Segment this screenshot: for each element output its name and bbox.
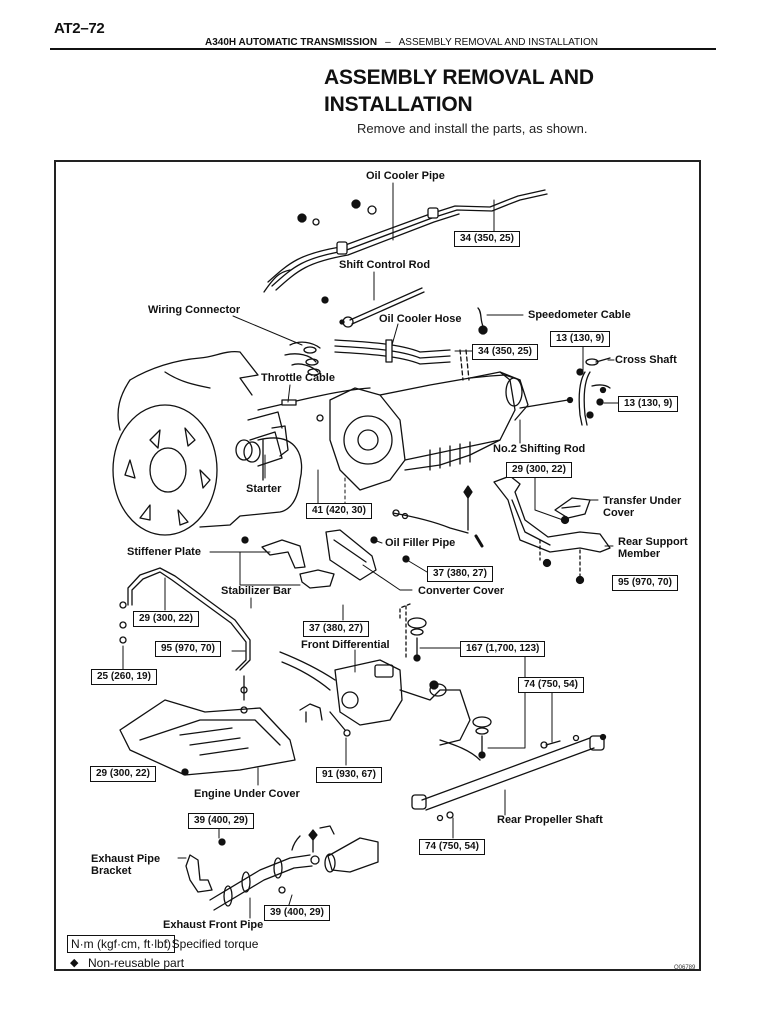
torque-cross-shaft-lower: 13 (130, 9)	[618, 396, 679, 412]
label-front-differential: Front Differential	[301, 639, 390, 651]
leader-lines	[122, 182, 619, 919]
label-exhaust-front-pipe: Exhaust Front Pipe	[163, 919, 264, 931]
label-shift-control-rod: Shift Control Rod	[339, 259, 431, 271]
transfer-under-cover-drawing	[554, 497, 591, 519]
label-transfer-under-cover: Transfer Under Cover	[603, 495, 682, 519]
legend-torque-meaning: : Specified torque	[165, 937, 259, 951]
figure-id: Q06789	[674, 965, 696, 971]
wiring-connector-drawing	[284, 341, 321, 376]
stiffener-plate-drawing	[241, 536, 306, 569]
label-wiring-connector: Wiring Connector	[148, 304, 241, 316]
non-reusable-diamond-icon: ◆	[70, 957, 79, 969]
torque-starter-bolt: 41 (420, 30)	[306, 503, 372, 519]
rear-support-member-drawing	[493, 475, 611, 585]
differential-mount-drawing	[399, 603, 492, 759]
label-speedometer-cable: Speedometer Cable	[528, 309, 631, 321]
label-engine-under-cover: Engine Under Cover	[194, 788, 300, 800]
engine-under-cover-drawing	[119, 699, 296, 776]
running-header-separator: –	[385, 37, 391, 48]
label-rear-propeller-shaft: Rear Propeller Shaft	[497, 814, 603, 826]
transmission-drawing	[316, 371, 574, 491]
torque-oil-cooler-hose: 34 (350, 25)	[472, 344, 538, 360]
torque-cross-shaft-upper: 13 (130, 9)	[550, 331, 611, 347]
label-oil-filler-pipe: Oil Filler Pipe	[385, 537, 456, 549]
label-throttle-cable: Throttle Cable	[261, 372, 335, 384]
legend-torque-unit-box: N·m (kgf·cm, ft·lbf)	[67, 935, 175, 953]
label-no2-shifting-rod: No.2 Shifting Rod	[493, 443, 586, 455]
page-subtitle: Remove and install the parts, as shown.	[357, 121, 588, 136]
label-oil-cooler-hose: Oil Cooler Hose	[379, 313, 462, 325]
torque-converter-cover: 37 (380, 27)	[427, 566, 493, 582]
speedometer-cable-drawing	[477, 307, 488, 335]
running-header-section: A340H AUTOMATIC TRANSMISSION	[205, 37, 378, 48]
torque-stabilizer-upper: 29 (300, 22)	[133, 611, 199, 627]
label-stiffener-plate: Stiffener Plate	[127, 546, 201, 558]
page-title: ASSEMBLY REMOVAL AND INSTALLATION	[324, 66, 594, 116]
rear-propeller-shaft-drawing	[411, 733, 607, 822]
label-oil-cooler-pipe: Oil Cooler Pipe	[366, 170, 445, 182]
exhaust-drawing	[185, 825, 379, 911]
header-rule	[50, 48, 716, 50]
torque-rear-support-upper: 29 (300, 22)	[506, 462, 572, 478]
label-rear-support-member: Rear Support Member	[618, 536, 688, 560]
torque-oil-cooler-pipe: 34 (350, 25)	[454, 231, 520, 247]
label-starter: Starter	[246, 483, 282, 495]
label-cross-shaft: Cross Shaft	[615, 354, 677, 366]
torque-front-differential-bolt: 91 (930, 67)	[316, 767, 382, 783]
figure-frame	[54, 160, 701, 971]
engine-block-drawing	[112, 350, 303, 536]
front-differential-drawing	[279, 651, 481, 761]
running-header-subsection: ASSEMBLY REMOVAL AND INSTALLATION	[398, 37, 598, 48]
stabilizer-bar-drawing	[119, 567, 335, 714]
torque-propeller-shaft-front: 74 (750, 54)	[518, 677, 584, 693]
torque-stabilizer-bracket: 95 (970, 70)	[155, 641, 221, 657]
running-header: A340H AUTOMATIC TRANSMISSION–ASSEMBLY RE…	[205, 37, 598, 48]
shift-control-rod-drawing	[321, 287, 425, 328]
torque-front-differential-mount: 167 (1,700, 123)	[460, 641, 546, 657]
legend-non-reusable-meaning: Non-reusable part	[88, 956, 185, 970]
oil-cooler-pipe-drawing	[263, 189, 548, 293]
torque-stiffener-plate: 37 (380, 27)	[303, 621, 369, 637]
oil-filler-pipe-drawing	[392, 485, 484, 548]
starter-drawing	[235, 425, 289, 481]
torque-exhaust-front-pipe: 39 (400, 29)	[264, 905, 330, 921]
torque-stabilizer-link: 25 (260, 19)	[91, 669, 157, 685]
label-converter-cover: Converter Cover	[418, 585, 505, 597]
throttle-cable-drawing	[257, 387, 371, 411]
page-number: AT2–72	[54, 20, 105, 37]
cross-shaft-drawing	[576, 357, 611, 426]
label-exhaust-pipe-bracket: Exhaust Pipe Bracket	[91, 853, 161, 877]
torque-rear-support-lower: 95 (970, 70)	[612, 575, 678, 591]
oil-cooler-hose-drawing	[334, 339, 470, 381]
torque-engine-under-cover: 29 (300, 22)	[90, 766, 156, 782]
label-stabilizer-bar: Stabilizer Bar	[221, 585, 292, 597]
torque-propeller-shaft-rear: 74 (750, 54)	[419, 839, 485, 855]
torque-exhaust-bracket: 39 (400, 29)	[188, 813, 254, 829]
